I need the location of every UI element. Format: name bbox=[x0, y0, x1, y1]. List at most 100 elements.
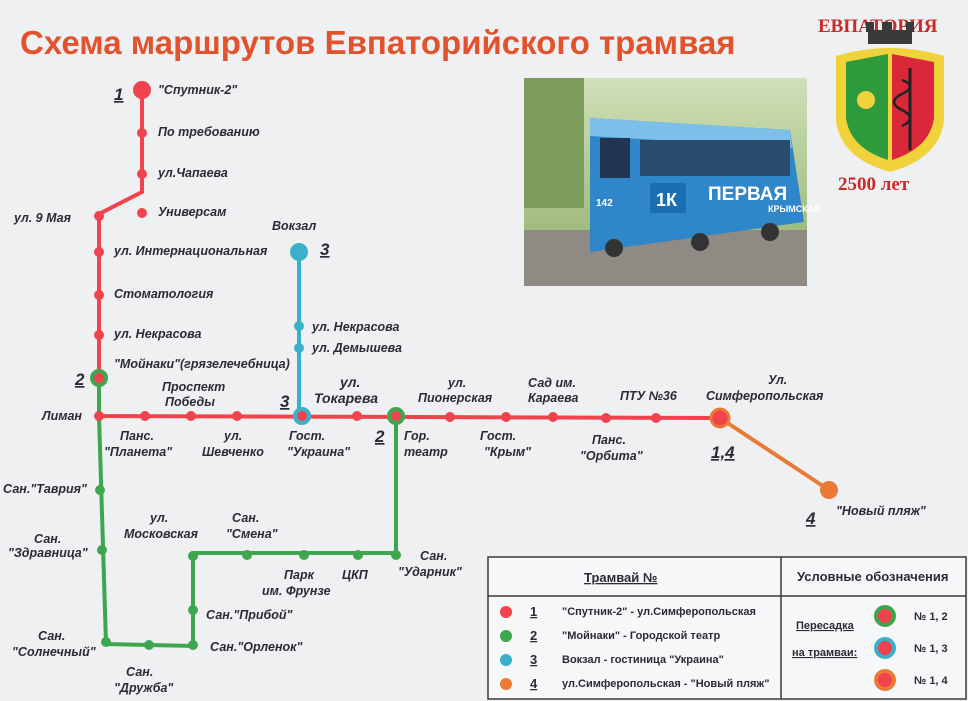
label-teatr-1: Гор. bbox=[404, 429, 430, 443]
station-priboy bbox=[188, 605, 198, 615]
label-solnech-2: "Солнечный" bbox=[12, 645, 97, 659]
legend-route-3-num: 3 bbox=[530, 652, 537, 667]
route-number-1: 1 bbox=[114, 85, 123, 104]
transfer-stations bbox=[90, 369, 731, 429]
station-druzhba bbox=[144, 640, 154, 650]
crest-crown-icon bbox=[868, 30, 912, 44]
station-moskovskaya bbox=[188, 551, 198, 561]
label-karaeva-1: Сад им. bbox=[528, 376, 576, 390]
label-chapaeva: ул.Чапаева bbox=[157, 166, 228, 180]
station-planeta bbox=[140, 411, 150, 421]
station-nekrasova2 bbox=[294, 321, 304, 331]
route-1-stations bbox=[94, 81, 661, 423]
label-tavria: Сан."Таврия" bbox=[3, 482, 88, 496]
station-smena bbox=[242, 550, 252, 560]
legend-transfer-14-icon bbox=[874, 669, 896, 691]
route-number-1-4: 1,4 bbox=[711, 443, 735, 462]
transfer-moinaki bbox=[90, 369, 108, 387]
label-ptu: ПТУ №36 bbox=[620, 389, 678, 403]
label-solnech-1: Сан. bbox=[38, 629, 65, 643]
route-number-2-moinaki: 2 bbox=[74, 370, 85, 389]
label-krym-1: Гост. bbox=[480, 429, 516, 443]
label-prospekt-2: Победы bbox=[165, 395, 215, 409]
label-simfer-1: Ул. bbox=[768, 373, 787, 387]
label-prospekt-1: Проспект bbox=[162, 380, 225, 394]
label-smena-1: Сан. bbox=[232, 511, 259, 525]
station-po-treb bbox=[137, 128, 147, 138]
station-novy-plyazh bbox=[820, 481, 838, 499]
city-crest: ЕВПАТОРИЯ 2500 лет bbox=[818, 16, 944, 195]
station-ptu bbox=[651, 413, 661, 423]
label-pioner-1: ул. bbox=[447, 376, 466, 390]
legend-transfer-14: № 1, 4 bbox=[914, 675, 949, 687]
station-chapaeva bbox=[137, 169, 147, 179]
label-nekrasova2: ул. Некрасова bbox=[311, 320, 400, 334]
station-shevchenko bbox=[232, 411, 242, 421]
label-shevch-1: ул. bbox=[223, 429, 242, 443]
station-karaeva bbox=[601, 413, 611, 423]
label-vokzal: Вокзал bbox=[272, 219, 316, 233]
label-teatr-2: театр bbox=[404, 445, 448, 459]
route-number-3-vokzal: 3 bbox=[320, 240, 330, 259]
label-liman: Лиман bbox=[41, 409, 82, 423]
label-karaeva-2: Караева bbox=[528, 391, 579, 405]
label-druzhba-1: Сан. bbox=[126, 665, 153, 679]
photo-tram-number: 142 bbox=[596, 198, 613, 209]
label-sputnik2: "Спутник-2" bbox=[158, 83, 238, 97]
tram-photo: 1К ПЕРВАЯ КРЫМСКАЯ 142 bbox=[524, 78, 821, 286]
label-druzhba-2: "Дружба" bbox=[114, 681, 174, 695]
label-po-treb: По требованию bbox=[158, 125, 260, 139]
route-number-3-ukraina: 3 bbox=[280, 392, 290, 411]
transfer-simfer bbox=[709, 407, 731, 429]
station-ckp bbox=[353, 550, 363, 560]
legend-route-2-text: "Мойнаки" - Городской театр bbox=[562, 630, 720, 642]
legend-route-1-dot bbox=[500, 606, 512, 618]
station-stomat bbox=[94, 290, 104, 300]
label-park-1: Парк bbox=[284, 568, 315, 582]
label-orbita-2: "Орбита" bbox=[580, 449, 644, 463]
label-moinaki: "Мойнаки"(грязелечебница) bbox=[114, 357, 290, 371]
label-udarnik-2: "Ударник" bbox=[398, 565, 463, 579]
station-zdravnitsa bbox=[97, 545, 107, 555]
station-udarnik bbox=[391, 550, 401, 560]
station-nekrasova1 bbox=[94, 330, 104, 340]
station-tokareva bbox=[352, 411, 362, 421]
photo-route-sign: 1К bbox=[656, 190, 678, 210]
legend-route-2-num: 2 bbox=[530, 628, 537, 643]
station-internats bbox=[94, 247, 104, 257]
legend: Трамвай № Условные обозначения 1 "Спутни… bbox=[487, 556, 967, 700]
label-zdrav-1: Сан. bbox=[34, 532, 61, 546]
station-tavria bbox=[95, 485, 105, 495]
legend-route-3-dot bbox=[500, 654, 512, 666]
transfer-teatr bbox=[387, 407, 405, 425]
station-vokzal bbox=[290, 243, 308, 261]
label-planeta-1: Панс. bbox=[120, 429, 154, 443]
crest-years: 2500 лет bbox=[838, 174, 910, 195]
route-number-4: 4 bbox=[805, 509, 816, 528]
photo-ad-subtext: КРЫМСКАЯ bbox=[768, 204, 821, 214]
label-tokareva-1: ул. bbox=[339, 374, 360, 390]
station-park bbox=[299, 550, 309, 560]
label-moskovsk-1: ул. bbox=[149, 511, 168, 525]
photo-ad-text: ПЕРВАЯ bbox=[708, 184, 787, 205]
label-simfer-2: Симферопольская bbox=[706, 389, 824, 403]
label-park-2: им. Фрунзе bbox=[262, 584, 331, 598]
label-ckp: ЦКП bbox=[342, 568, 369, 582]
label-stomat: Стоматология bbox=[114, 287, 214, 301]
label-pioner-2: Пионерская bbox=[418, 391, 493, 405]
label-orbita-1: Панс. bbox=[592, 433, 626, 447]
label-tokareva-2: Токарева bbox=[314, 390, 378, 406]
station-univermag bbox=[137, 208, 147, 218]
station-9-maya bbox=[94, 211, 104, 221]
label-nekrasova1: ул. Некрасова bbox=[113, 327, 202, 341]
route-number-2-teatr: 2 bbox=[374, 427, 385, 446]
legend-route-2-dot bbox=[500, 630, 512, 642]
label-demysheva: ул. Демышева bbox=[311, 341, 402, 355]
station-pobedy bbox=[186, 411, 196, 421]
legend-transfer-2: на трамваи: bbox=[792, 647, 857, 659]
label-orlenok: Сан."Орленок" bbox=[210, 640, 304, 654]
label-priboy: Сан."Прибой" bbox=[206, 608, 294, 622]
route-2-stations bbox=[95, 485, 401, 650]
